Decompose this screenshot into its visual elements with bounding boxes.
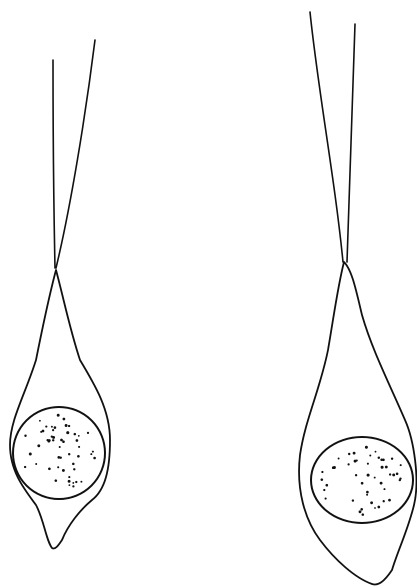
- stipple-dot: [369, 454, 371, 456]
- stipple-dot: [359, 510, 362, 513]
- stipple-dot: [77, 455, 80, 458]
- stipple-dot: [68, 453, 70, 455]
- stipple-dot: [60, 457, 62, 459]
- stipple-dot: [383, 488, 385, 490]
- stipple-dot: [385, 466, 388, 469]
- stipple-dot: [333, 466, 336, 469]
- stipple-dot: [40, 431, 42, 433]
- stipple-dot: [366, 491, 369, 494]
- stipple-dot: [92, 451, 94, 453]
- stipple-dot: [87, 432, 89, 434]
- stipple-dot: [360, 508, 363, 511]
- stipple-dot: [48, 467, 51, 470]
- stipple-dot: [73, 468, 75, 470]
- stipple-dot: [380, 482, 383, 485]
- stipple-dot: [51, 426, 53, 428]
- stipple-dot: [325, 498, 327, 500]
- stipple-dot: [326, 484, 329, 487]
- stipple-dot: [78, 435, 80, 437]
- stipple-dot: [353, 452, 356, 455]
- stipple-dot: [381, 466, 384, 469]
- left-cell: [10, 40, 110, 549]
- stipple-dot: [65, 424, 68, 427]
- right-cell-fiber-2: [347, 24, 355, 262]
- right-cell-fiber-1: [310, 12, 343, 262]
- stipple-dot: [396, 473, 399, 476]
- stipple-dot: [45, 426, 47, 428]
- stipple-dot: [46, 439, 48, 441]
- stipple-dot: [338, 458, 340, 460]
- stipple-dot: [72, 482, 74, 484]
- stipple-dot: [93, 457, 96, 460]
- stipple-dot: [62, 440, 65, 443]
- stipple-dot: [377, 506, 380, 509]
- stipple-dot: [72, 463, 75, 466]
- stipple-dot: [383, 500, 385, 502]
- left-cell-fiber-2: [56, 40, 95, 268]
- stipple-dot: [367, 463, 369, 465]
- stipple-dot: [78, 446, 80, 448]
- stipple-dot: [57, 466, 59, 468]
- stipple-dot: [391, 458, 393, 460]
- stipple-dot: [365, 446, 368, 449]
- stipple-dot: [62, 469, 65, 472]
- stipple-dot: [59, 446, 61, 448]
- stipple-dot: [57, 414, 60, 417]
- stipple-dot: [54, 426, 57, 429]
- stipple-dot: [68, 480, 71, 483]
- stipple-dot: [321, 478, 324, 481]
- stipple-dot: [35, 463, 37, 465]
- stipple-dot: [361, 482, 364, 485]
- stipple-dot: [51, 435, 53, 437]
- stipple-dot: [352, 499, 354, 501]
- stipple-dot: [60, 439, 63, 442]
- stipple-dot: [68, 476, 70, 478]
- stipple-dot: [355, 474, 357, 476]
- stipple-dot: [374, 477, 376, 479]
- stipple-dot: [362, 513, 365, 516]
- left-cell-nucleus: [13, 407, 105, 499]
- stipple-dot: [90, 453, 92, 455]
- stipple-dot: [347, 463, 349, 465]
- stipple-dot: [37, 444, 40, 447]
- stipple-dot: [68, 425, 70, 427]
- stipple-dot: [380, 458, 383, 461]
- stipple-dot: [29, 453, 32, 456]
- stipple-dot: [39, 420, 41, 422]
- stipple-dot: [321, 471, 323, 473]
- stipple-dot: [367, 474, 370, 477]
- stipple-dot: [76, 439, 79, 442]
- stipple-dot: [52, 429, 54, 431]
- stipple-dot: [55, 479, 58, 482]
- stipple-dot: [52, 439, 54, 441]
- stipple-dot: [378, 457, 380, 459]
- stipple-dot: [374, 507, 376, 509]
- stipple-dot: [370, 501, 373, 504]
- stipple-dot: [72, 485, 74, 487]
- stipple-dot: [389, 473, 391, 475]
- left-cell-fiber-1: [53, 60, 55, 268]
- stipple-dot: [375, 451, 377, 453]
- stipple-dot: [356, 459, 358, 461]
- stipple-dot: [75, 481, 77, 483]
- stipple-dot: [399, 477, 401, 479]
- stipple-dot: [24, 466, 26, 468]
- stipple-dot: [80, 481, 82, 483]
- stipple-dot: [67, 431, 70, 434]
- right-cell: [299, 12, 416, 584]
- stipple-dot: [74, 433, 77, 436]
- stipple-dot: [68, 484, 70, 486]
- stipple-dot: [323, 489, 325, 491]
- stipple-dot: [348, 453, 350, 455]
- stipple-dot: [366, 494, 368, 496]
- right-cell-body-outline: [299, 262, 416, 584]
- stipple-dot: [400, 464, 402, 466]
- stipple-dot: [63, 418, 66, 421]
- stipple-dot: [24, 435, 26, 437]
- stipple-dot: [388, 499, 391, 502]
- stipple-dot: [392, 473, 395, 476]
